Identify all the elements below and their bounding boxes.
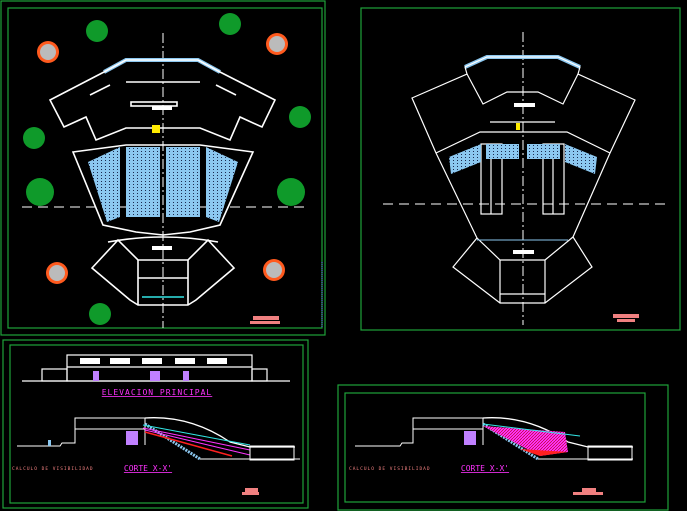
lobby-building xyxy=(48,59,277,142)
section-title: CORTE X-X' xyxy=(124,464,172,473)
reception-mark xyxy=(516,123,520,130)
stamp-plan-main xyxy=(250,316,280,324)
seating-left xyxy=(88,147,120,222)
frame-elevation-inner xyxy=(9,344,304,504)
stamp-section-right xyxy=(573,488,603,495)
reception-mark xyxy=(152,125,160,133)
section-title: CORTE X-X' xyxy=(461,464,509,473)
seating-center-left xyxy=(486,144,519,159)
trees-orange xyxy=(37,33,288,284)
tree-icon xyxy=(277,178,305,206)
elevation-doors xyxy=(93,371,189,381)
frame-elevation-outer xyxy=(2,339,309,509)
tree-icon xyxy=(263,259,285,281)
plan-outline[interactable] xyxy=(383,32,665,325)
frame-plan-outline xyxy=(360,7,681,331)
seating-center-right xyxy=(527,144,560,159)
tree-icon xyxy=(289,106,311,128)
seating-center-left xyxy=(126,147,160,217)
tree-icon xyxy=(266,33,288,55)
visibility-label: CALCULO DE VISIBILIDAD xyxy=(12,466,94,472)
seating-center-right xyxy=(166,147,200,217)
stage-building xyxy=(90,236,236,306)
seating-left xyxy=(449,144,481,174)
tree-icon xyxy=(86,20,108,42)
section-left xyxy=(17,417,300,461)
tree-icon xyxy=(89,303,111,325)
auditorium-outline xyxy=(71,144,255,236)
frame-section-right-inner xyxy=(344,392,646,503)
frame-plan-main-outer xyxy=(0,0,326,336)
stamp-plan-outline xyxy=(613,314,639,322)
lobby-sign xyxy=(152,106,172,110)
section-right-sheet[interactable]: CALCULO DE VISIBILIDAD CORTE X-X' xyxy=(349,417,633,495)
seating-right xyxy=(565,144,597,174)
plan-main[interactable] xyxy=(22,13,311,328)
outline-walls xyxy=(411,56,636,304)
section-right xyxy=(355,417,633,461)
seating-right xyxy=(206,147,238,222)
tree-icon xyxy=(23,127,45,149)
elevation-windows xyxy=(80,358,227,364)
stage-marker xyxy=(152,246,172,250)
visibility-label: CALCULO DE VISIBILIDAD xyxy=(349,466,431,472)
frame-section-right-outer xyxy=(337,384,669,511)
elevation-sheet[interactable]: ELEVACION PRINCIPAL CALCULO DE VISIBILID… xyxy=(12,354,300,495)
lobby-sign xyxy=(514,103,535,107)
trees-green xyxy=(23,13,311,325)
tree-icon xyxy=(26,178,54,206)
frame-plan-main-inner xyxy=(7,7,323,329)
elevation-title: ELEVACION PRINCIPAL xyxy=(102,388,213,397)
stage-marker xyxy=(513,250,534,254)
stamp-elevation xyxy=(242,488,259,495)
tree-icon xyxy=(37,41,59,63)
entrance-canopy xyxy=(464,55,581,69)
tree-icon xyxy=(219,13,241,35)
tree-icon xyxy=(46,262,68,284)
